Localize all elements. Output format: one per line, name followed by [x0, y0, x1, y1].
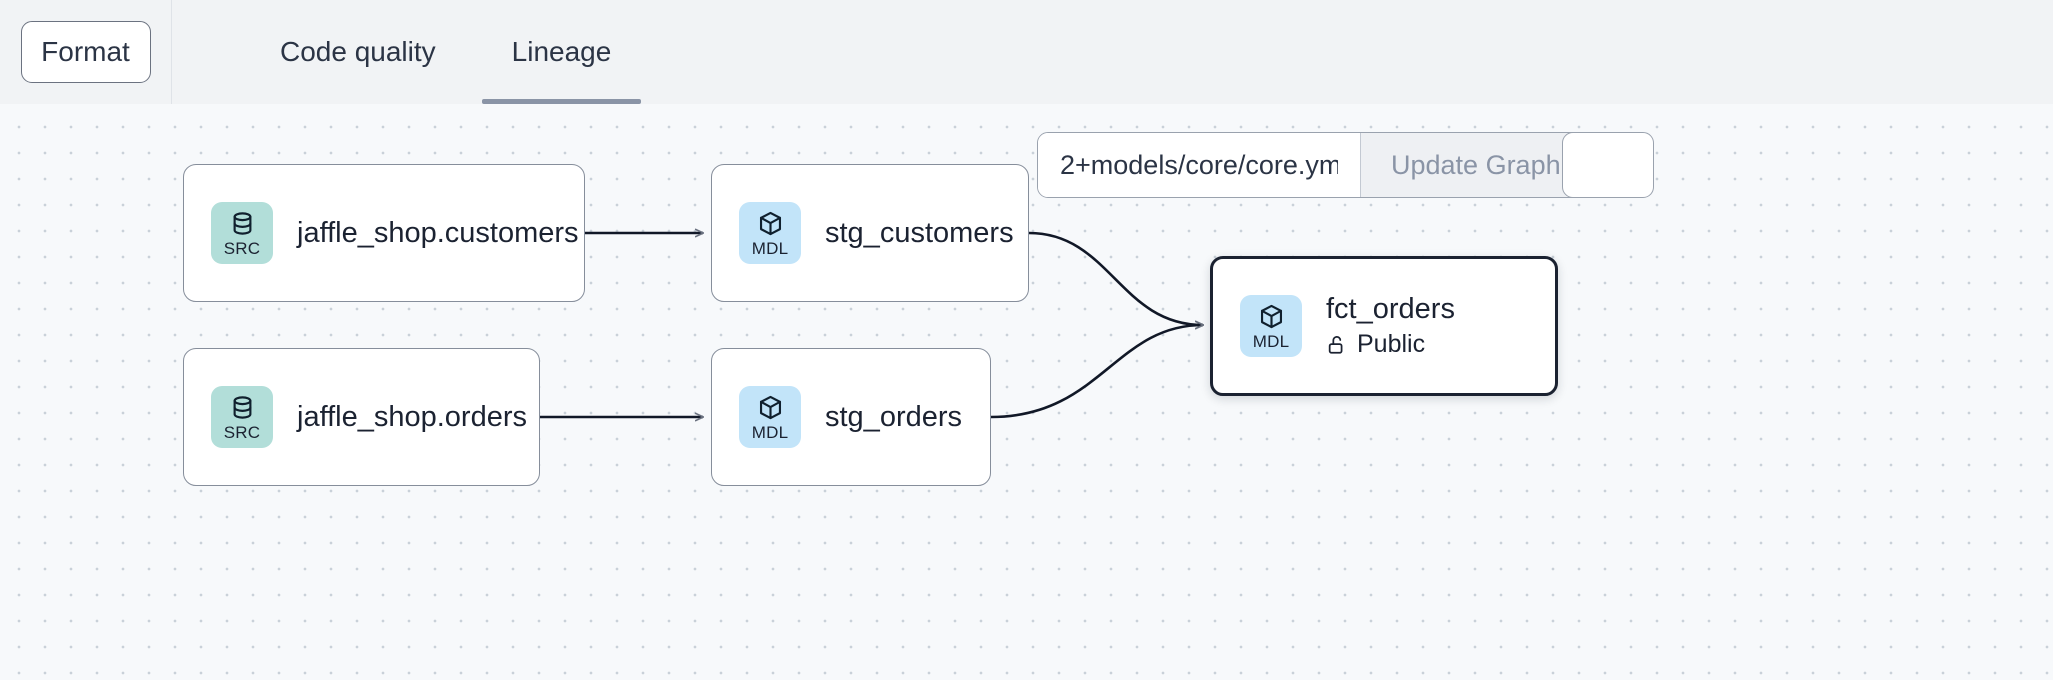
- node-body: fct_orders Public: [1326, 293, 1455, 359]
- lineage-node-stg-orders[interactable]: MDL stg_orders: [711, 348, 991, 486]
- node-title: jaffle_shop.orders: [297, 400, 528, 433]
- node-body: stg_orders: [825, 401, 962, 434]
- format-button[interactable]: Format: [20, 21, 151, 83]
- edge-stg-orders-to-fct-orders: [990, 325, 1203, 419]
- mdl-badge: MDL: [739, 386, 801, 448]
- node-body: jaffle_shop.orders: [297, 401, 527, 434]
- lineage-node-src-customers[interactable]: SRC jaffle_shop.customers: [183, 164, 585, 302]
- mdl-badge-label: MDL: [751, 238, 789, 258]
- node-title: fct_orders: [1326, 293, 1455, 325]
- lineage-node-fct-orders[interactable]: MDL fct_orders Public: [1210, 256, 1558, 396]
- src-badge: SRC: [211, 202, 273, 264]
- tab-code-quality-label: Code quality: [280, 36, 436, 67]
- cube-icon: [757, 394, 784, 421]
- lineage-node-src-orders[interactable]: SRC jaffle_shop.orders: [183, 348, 540, 486]
- cube-icon: [757, 210, 784, 237]
- node-body: jaffle_shop.customers: [297, 217, 579, 250]
- lineage-canvas[interactable]: Update Graph SRC jaffle_shop.customers: [0, 104, 2053, 680]
- database-icon: [229, 394, 256, 421]
- node-visibility-label: Public: [1357, 330, 1426, 358]
- database-icon: [229, 210, 256, 237]
- mdl-badge-label: MDL: [1252, 331, 1290, 351]
- edge-stg-customers-to-fct-orders: [1028, 231, 1203, 325]
- tab-bar: Code quality Lineage: [172, 0, 649, 104]
- update-graph-button[interactable]: Update Graph: [1360, 133, 1591, 197]
- tab-lineage-label: Lineage: [511, 36, 612, 67]
- node-body: stg_customers: [825, 217, 1014, 250]
- tab-code-quality[interactable]: Code quality: [242, 0, 474, 104]
- tab-lineage[interactable]: Lineage: [474, 0, 650, 104]
- node-visibility: Public: [1326, 330, 1455, 359]
- node-title: jaffle_shop.customers: [297, 216, 579, 249]
- canvas-overflow-button[interactable]: [1562, 132, 1654, 198]
- editor-toolbar: Format Code quality Lineage: [0, 0, 2053, 104]
- src-badge-label: SRC: [223, 422, 261, 442]
- src-badge-label: SRC: [223, 238, 261, 258]
- mdl-badge-label: MDL: [751, 422, 789, 442]
- mdl-badge: MDL: [739, 202, 801, 264]
- cube-icon: [1258, 303, 1285, 330]
- node-title: stg_customers: [825, 216, 1014, 249]
- tab-lineage-underline: [481, 99, 642, 104]
- lineage-query-bar: Update Graph: [1037, 132, 1592, 198]
- lineage-node-stg-customers[interactable]: MDL stg_customers: [711, 164, 1029, 302]
- lineage-selector-input[interactable]: [1038, 133, 1360, 197]
- lineage-edges: [540, 104, 2053, 680]
- node-title: stg_orders: [825, 400, 963, 433]
- src-badge: SRC: [211, 386, 273, 448]
- unlock-icon: [1326, 334, 1348, 356]
- mdl-badge: MDL: [1240, 295, 1302, 357]
- toolbar-left-section: Format: [0, 0, 172, 104]
